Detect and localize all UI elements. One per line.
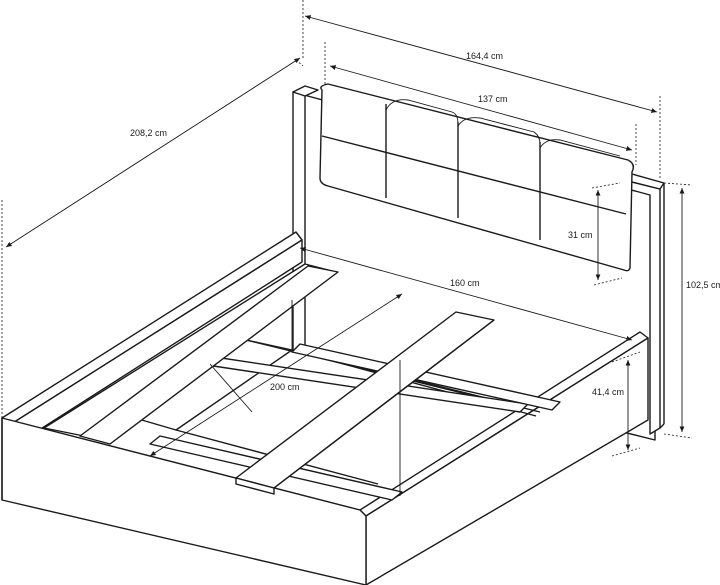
label-total-length: 208,2 cm [130, 128, 167, 138]
label-total-height: 102,5 cm [686, 280, 720, 290]
label-mattress-width: 160 cm [450, 278, 480, 288]
dimension-lines [1, 0, 693, 457]
label-mattress-length: 200 cm [270, 382, 300, 392]
label-total-width: 164,4 cm [466, 51, 503, 61]
dimension-labels: 164,4 cm 137 cm 208,2 cm 31 cm 160 cm 10… [130, 51, 720, 397]
label-side-height: 41,4 cm [592, 387, 624, 397]
label-headboard-width: 137 cm [478, 94, 508, 104]
label-panel-height: 31 cm [568, 230, 593, 240]
